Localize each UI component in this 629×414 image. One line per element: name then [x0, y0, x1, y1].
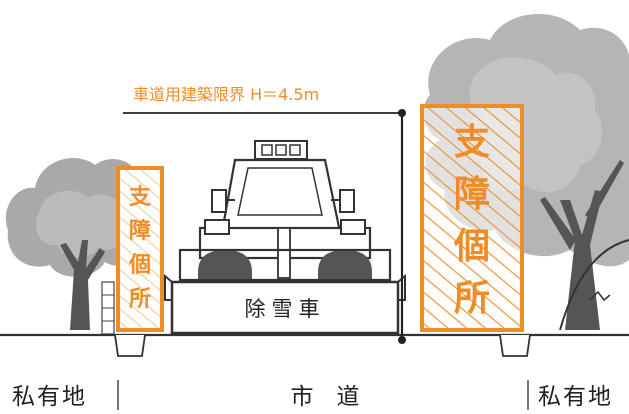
clearance-limit-label: 車道用建築限界 H＝4.5m — [133, 85, 319, 104]
left-obstruction-char: 個 — [128, 253, 151, 278]
left-obstruction-char: 障 — [129, 218, 151, 244]
label-private-land-left: 私有地 — [12, 384, 87, 410]
right-obstruction-char: 所 — [454, 278, 490, 319]
left-obstruction-char: 支 — [129, 185, 152, 210]
clearance-limit-indicator — [123, 109, 406, 344]
left-obstruction-char: 所 — [129, 287, 151, 312]
right-obstruction-zone: 支 障 個 所 — [420, 104, 524, 332]
label-private-land-right: 私有地 — [538, 384, 613, 410]
right-obstruction-char: 障 — [454, 174, 490, 215]
label-city-road: 市 道 — [291, 384, 360, 410]
vehicle-label: 除雪車 — [245, 297, 326, 321]
left-fence — [101, 281, 115, 335]
right-curb — [499, 334, 531, 357]
snowplow-icon — [164, 140, 406, 335]
right-obstruction-char: 支 — [454, 122, 490, 163]
left-obstruction-zone: 支 障 個 所 — [116, 166, 164, 332]
left-curb — [114, 334, 146, 357]
right-obstruction-char: 個 — [453, 226, 490, 267]
